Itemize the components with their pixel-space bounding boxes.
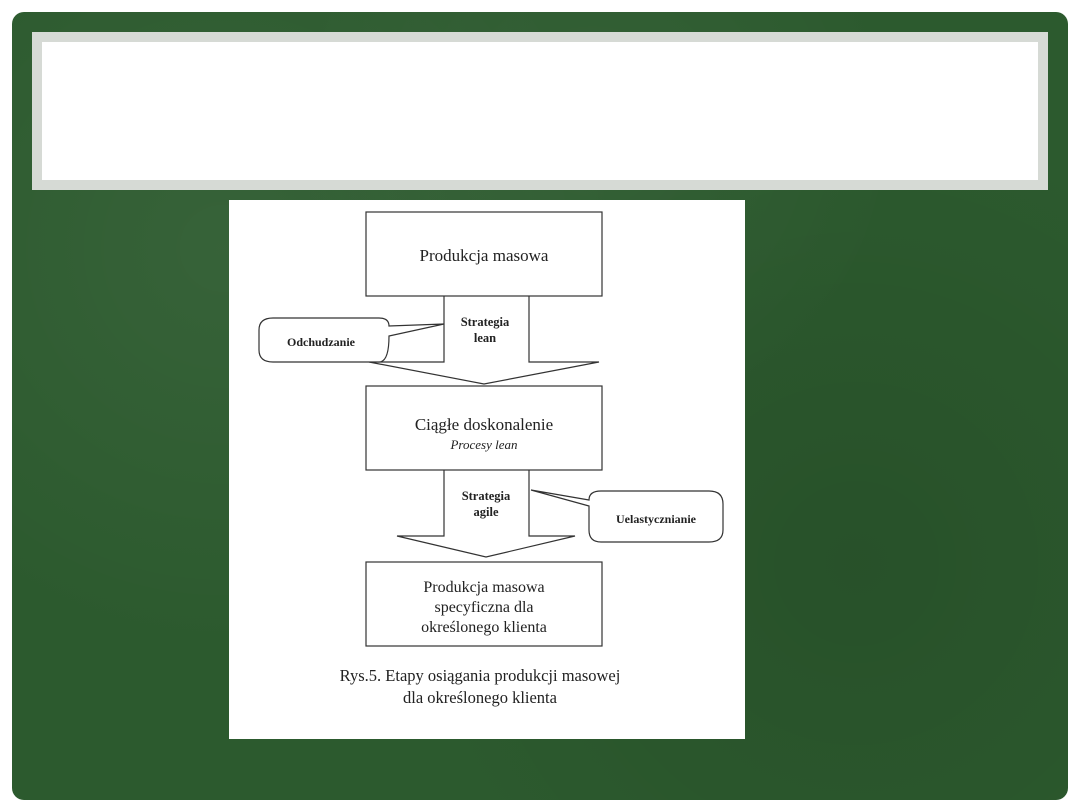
slide-background: Produkcja masowa Strategia lean Odchudza… xyxy=(12,12,1068,800)
figure-image: Produkcja masowa Strategia lean Odchudza… xyxy=(229,200,745,739)
figure-caption-line1: Rys.5. Etapy osiągania produkcji masowej xyxy=(340,666,621,685)
box-customer-specific-line1: Produkcja masowa xyxy=(423,579,544,596)
title-frame xyxy=(32,32,1048,190)
callout-flexibility-label: Uelastycznianie xyxy=(616,512,697,526)
flow-diagram: Produkcja masowa Strategia lean Odchudza… xyxy=(258,211,724,707)
box-mass-production-label: Produkcja masowa xyxy=(420,246,549,265)
arrow-lean-strategy xyxy=(368,296,600,385)
box-mass-production xyxy=(365,211,603,297)
box-continuous-improvement-line2: Procesy lean xyxy=(449,437,517,452)
arrow-lean-label-line2: lean xyxy=(474,331,496,345)
callout-slimming xyxy=(258,317,445,363)
box-customer-specific-production xyxy=(365,561,603,647)
box-continuous-improvement xyxy=(365,385,603,471)
arrow-agile-label-line1: Strategia xyxy=(462,489,511,503)
callout-flexibility xyxy=(530,489,724,543)
box-continuous-improvement-line1: Ciągłe doskonalenie xyxy=(415,415,553,434)
arrow-agile-label-line2: agile xyxy=(474,505,499,519)
callout-slimming-label: Odchudzanie xyxy=(287,335,356,349)
title-placeholder[interactable] xyxy=(42,42,1038,180)
box-customer-specific-line2: specyficzna dla xyxy=(434,599,533,616)
box-customer-specific-line3: określonego klienta xyxy=(421,619,547,636)
figure-caption-line2: dla określonego klienta xyxy=(403,688,558,707)
arrow-lean-label-line1: Strategia xyxy=(461,315,510,329)
arrow-agile-strategy xyxy=(396,470,576,558)
